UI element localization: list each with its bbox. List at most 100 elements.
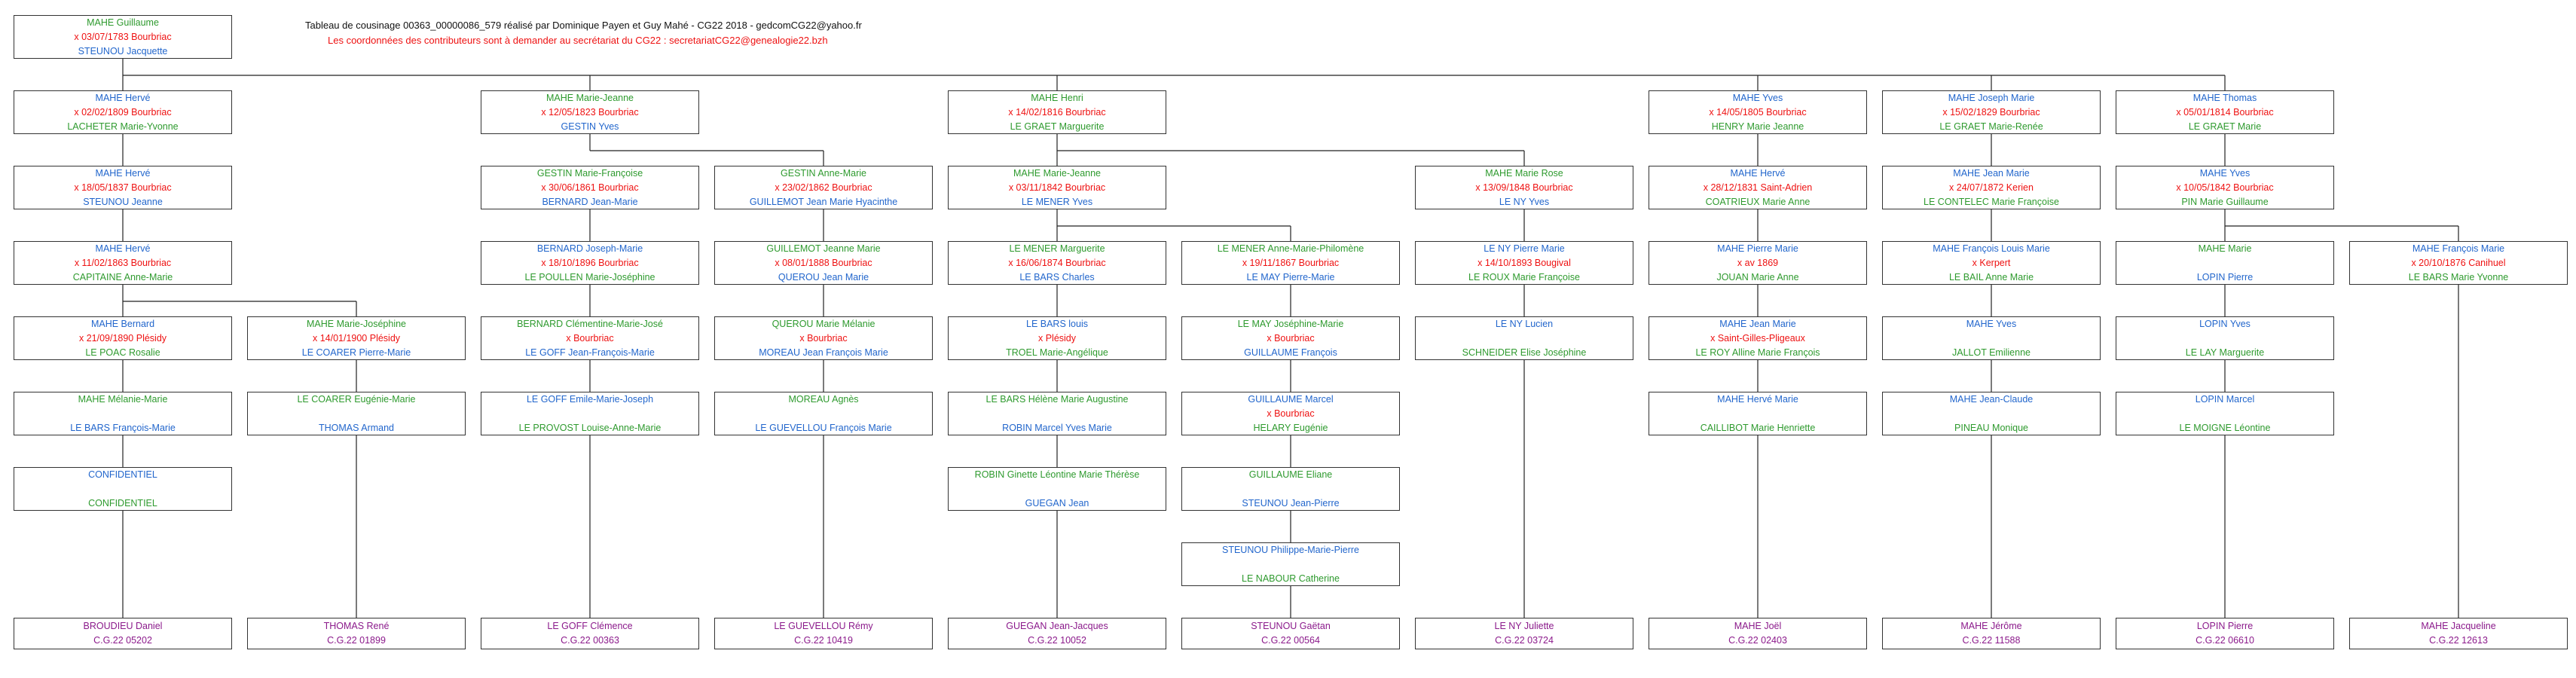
marriage-info: x Plésidy — [1037, 333, 1077, 344]
spouse-name: QUEROU Jean Marie — [778, 272, 869, 282]
marriage-info: x Bourbriac — [1267, 333, 1315, 344]
person-name: LOPIN Marcel — [2195, 394, 2255, 405]
spouse-name: LE ROUX Marie Françoise — [1468, 272, 1580, 282]
descendant-member-code: C.G.22 11588 — [1962, 635, 2021, 646]
spouse-name: LE CONTELEC Marie Françoise — [1924, 197, 2059, 207]
marriage-info — [949, 482, 1166, 496]
descendant-member-code: C.G.22 00564 — [1261, 635, 1320, 646]
marriage-info: x Kerpert — [1972, 258, 2011, 268]
spouse-name: LE PROVOST Louise-Anne-Marie — [518, 423, 662, 433]
descendant-member-code: C.G.22 02403 — [1728, 635, 1787, 646]
marriage-info: x 12/05/1823 Bourbriac — [541, 107, 639, 118]
marriage-info: x 19/11/1867 Bourbriac — [1242, 258, 1340, 268]
person-name: MAHE Thomas — [2193, 93, 2257, 103]
marriage-info — [1416, 331, 1633, 346]
person-name: MAHE Yves — [1732, 93, 1783, 103]
marriage-info: x 03/07/1783 Bourbriac — [74, 32, 172, 42]
descendant-member-code: C.G.22 03724 — [1495, 635, 1554, 646]
person-name: MAHE Pierre Marie — [1717, 243, 1798, 254]
person-name: MAHE Jean-Claude — [1949, 394, 2034, 405]
spouse-name: LE GOFF Jean-François-Marie — [525, 347, 655, 358]
marriage-info: x 18/05/1837 Bourbriac — [74, 182, 172, 193]
person-box: LE GOFF Emile-Marie-Joseph LE PROVOST Lou… — [481, 392, 699, 435]
person-name: CONFIDENTIEL — [88, 469, 157, 480]
person-name: MAHE Bernard — [90, 319, 155, 329]
spouse-name: LE ROY Alline Marie François — [1695, 347, 1820, 358]
person-name: MAHE Marie-Jeanne — [545, 93, 634, 103]
spouse-name: GESTIN Yves — [561, 121, 619, 132]
descendant-name: LE NY Juliette — [1494, 621, 1554, 631]
person-name: MAHE François Marie — [2412, 243, 2505, 254]
marriage-info: x 28/12/1831 Saint-Adrien — [1703, 182, 1813, 193]
spouse-name: LE GRAET Marie-Renée — [1939, 121, 2043, 132]
person-name: MAHE Marie-Jeanne — [1013, 168, 1101, 179]
marriage-info — [14, 482, 231, 496]
spouse-name: COATRIEUX Marie Anne — [1705, 197, 1811, 207]
spouse-name: JALLOT Emilienne — [1952, 347, 2031, 358]
marriage-info: x 13/09/1848 Bourbriac — [1475, 182, 1573, 193]
marriage-info: x 03/11/1842 Bourbriac — [1008, 182, 1106, 193]
marriage-info: x Bourbriac — [566, 333, 614, 344]
marriage-info: x 21/09/1890 Plésidy — [78, 333, 167, 344]
spouse-name: TROEL Marie-Angélique — [1006, 347, 1108, 358]
descendant-name: LOPIN Pierre — [2196, 621, 2254, 631]
spouse-name: LOPIN Pierre — [2196, 272, 2254, 282]
spouse-name: GUILLAUME François — [1244, 347, 1337, 358]
descendant-name: MAHE Joël — [1734, 621, 1782, 631]
marriage-info — [248, 407, 465, 421]
person-name: MAHE Yves — [1966, 319, 2017, 329]
person-name: MAHE Hervé — [1730, 168, 1786, 179]
person-name: LE MENER Marguerite — [1009, 243, 1105, 254]
descendant-name: MAHE Jacqueline — [2421, 621, 2496, 631]
person-name: MAHE Jean Marie — [1719, 319, 1796, 329]
marriage-info: x 10/05/1842 Bourbriac — [2176, 182, 2274, 193]
person-name: LE GOFF Emile-Marie-Joseph — [526, 394, 654, 405]
spouse-name: CAPITAINE Anne-Marie — [72, 272, 173, 282]
person-name: GUILLAUME Eliane — [1248, 469, 1333, 480]
person-name: MAHE Henri — [1031, 93, 1083, 103]
descendant-member-code: C.G.22 01899 — [327, 635, 386, 646]
person-name: LOPIN Yves — [2199, 319, 2251, 329]
descendant-name: LE GUEVELLOU Rémy — [774, 621, 873, 631]
spouse-name: LE BARS Charles — [1019, 272, 1095, 282]
person-name: LE BARS Hélène Marie Augustine — [985, 394, 1129, 405]
person-name: MAHE Hervé — [95, 243, 151, 254]
person-name: MAHE Guillaume — [87, 17, 159, 28]
marriage-info — [2116, 331, 2333, 346]
spouse-name: LE MOIGNE Léontine — [2179, 423, 2271, 433]
marriage-info: x 20/10/1876 Canihuel — [2411, 258, 2506, 268]
spouse-name: THOMAS Armand — [318, 423, 395, 433]
